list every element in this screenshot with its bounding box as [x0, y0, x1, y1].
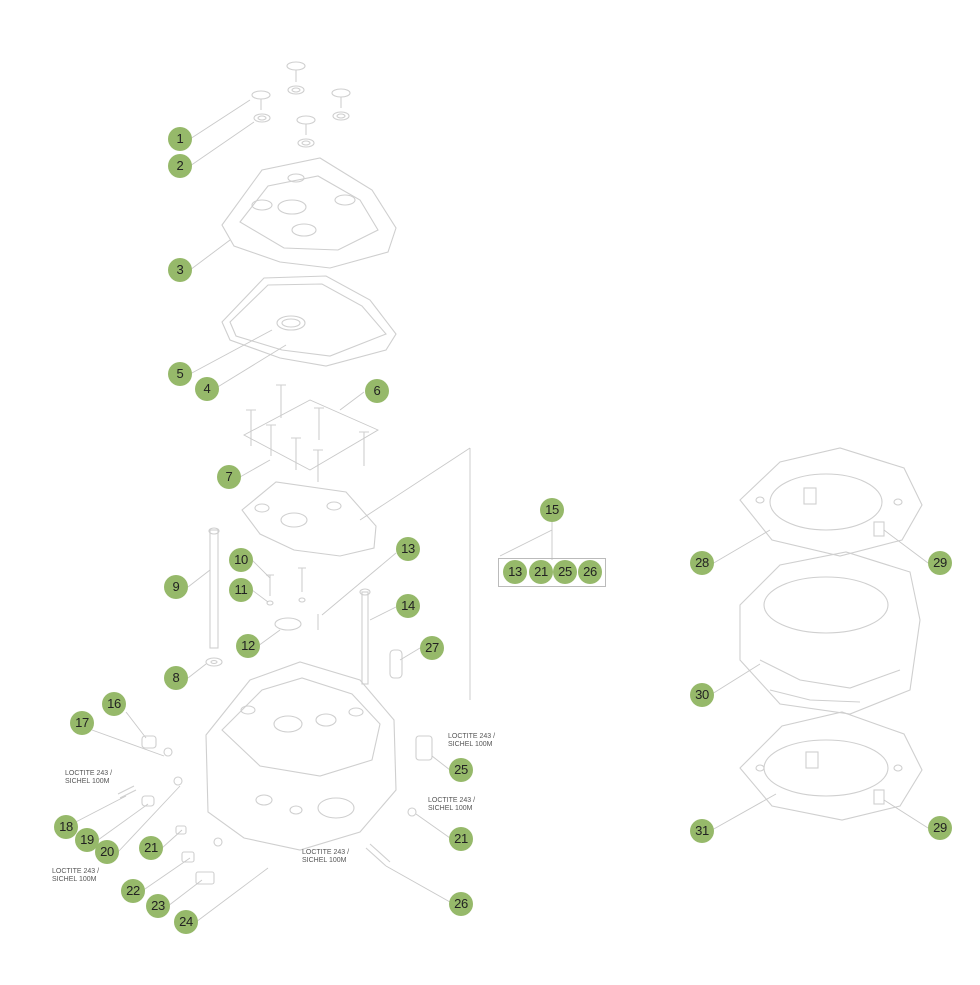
kit-callout-26[interactable]: 26 [578, 560, 602, 584]
cover-gasket-drawing [221, 275, 397, 367]
callout-5[interactable]: 5 [168, 362, 192, 386]
callout-11[interactable]: 11 [229, 578, 253, 602]
callout-25[interactable]: 25 [449, 758, 473, 782]
studs-drawing [205, 527, 403, 685]
callout-30[interactable]: 30 [690, 683, 714, 707]
callout-16[interactable]: 16 [102, 692, 126, 716]
callout-4[interactable]: 4 [195, 377, 219, 401]
kit-callout-21[interactable]: 21 [529, 560, 553, 584]
cylinder-head-drawing [205, 661, 397, 851]
bearing-bridge-bolts-drawing [243, 384, 379, 482]
callout-24[interactable]: 24 [174, 910, 198, 934]
callout-9[interactable]: 9 [164, 575, 188, 599]
cylinder-drawing [739, 551, 921, 715]
callout-23[interactable]: 23 [146, 894, 170, 918]
cylinder-base-gasket-top-drawing [739, 447, 923, 557]
cylinder-head-gasket-drawing [739, 711, 923, 821]
threadlocker-note: LOCTITE 243 / SICHEL 100M [65, 770, 113, 785]
callout-3[interactable]: 3 [168, 258, 192, 282]
threadlocker-note: LOCTITE 243 / SICHEL 100M [302, 849, 350, 864]
callout-14[interactable]: 14 [396, 594, 420, 618]
kit-callout-13[interactable]: 13 [503, 560, 527, 584]
callout-27[interactable]: 27 [420, 636, 444, 660]
callout-29[interactable]: 29 [928, 816, 952, 840]
kit-callout-25[interactable]: 25 [553, 560, 577, 584]
callout-22[interactable]: 22 [121, 879, 145, 903]
callout-13[interactable]: 13 [396, 537, 420, 561]
callout-28[interactable]: 28 [690, 551, 714, 575]
callout-6[interactable]: 6 [365, 379, 389, 403]
head-plugs-drawing [117, 735, 433, 885]
callout-7[interactable]: 7 [217, 465, 241, 489]
cover-bolts-drawing [251, 61, 351, 148]
threadlocker-note: LOCTITE 243 / SICHEL 100M [52, 868, 100, 883]
callout-17[interactable]: 17 [70, 711, 94, 735]
callout-31[interactable]: 31 [690, 819, 714, 843]
bearing-bridge-drawing [241, 481, 377, 557]
callout-18[interactable]: 18 [54, 815, 78, 839]
callout-29[interactable]: 29 [928, 551, 952, 575]
small-parts-drawing [266, 567, 319, 631]
kit-group-box [498, 558, 606, 587]
callout-10[interactable]: 10 [229, 548, 253, 572]
callout-21[interactable]: 21 [139, 836, 163, 860]
callout-8[interactable]: 8 [164, 666, 188, 690]
callout-15[interactable]: 15 [540, 498, 564, 522]
callout-1[interactable]: 1 [168, 127, 192, 151]
threadlocker-note: LOCTITE 243 / SICHEL 100M [428, 797, 476, 812]
callout-12[interactable]: 12 [236, 634, 260, 658]
callout-26[interactable]: 26 [449, 892, 473, 916]
leader-lines [67, 99, 929, 923]
callout-20[interactable]: 20 [95, 840, 119, 864]
callout-2[interactable]: 2 [168, 154, 192, 178]
callout-21[interactable]: 21 [449, 827, 473, 851]
threadlocker-note: LOCTITE 243 / SICHEL 100M [448, 733, 496, 748]
valve-cover-drawing [221, 157, 397, 269]
